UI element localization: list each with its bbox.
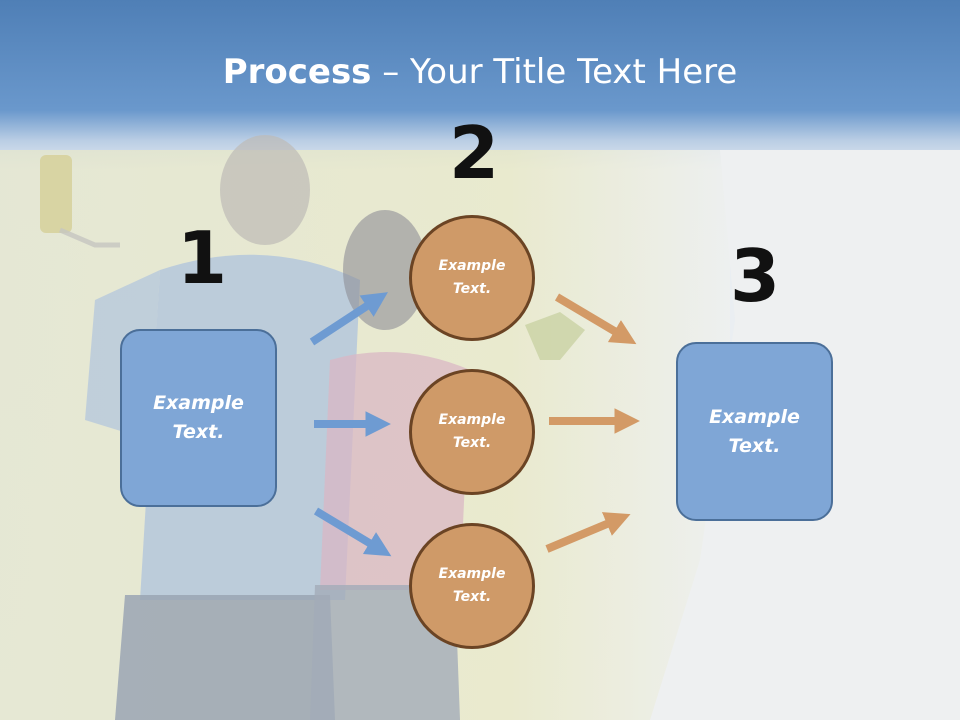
step-2-label-bottom: Example Text. [438, 566, 506, 605]
step-2-circle-bottom: Example Text. [409, 523, 535, 649]
title-bold: Process [222, 52, 372, 92]
step-2-circle-top: Example Text. [409, 215, 535, 341]
arrow-1-to-2-bottom [313, 507, 392, 557]
step-3-label: Example Text. [709, 405, 800, 457]
arrow-2-top-to-3 [554, 293, 637, 345]
step-number-2: 2 [449, 111, 500, 195]
arrow-2-bottom-to-3 [545, 512, 631, 553]
step-1-label: Example Text. [153, 392, 244, 443]
step-2-label-middle: Example Text. [438, 412, 506, 451]
slide-title: Process – Your Title Text Here [0, 52, 960, 92]
step-2-circle-middle: Example Text. [409, 369, 535, 495]
step-number-1: 1 [177, 216, 228, 300]
step-1-box: Example Text. [120, 329, 277, 507]
step-number-3: 3 [730, 234, 781, 318]
arrow-1-to-2-top [309, 292, 388, 346]
step-3-box: Example Text. [676, 342, 833, 521]
step-2-label-top: Example Text. [438, 258, 506, 297]
title-rest: – Your Title Text Here [371, 52, 738, 92]
